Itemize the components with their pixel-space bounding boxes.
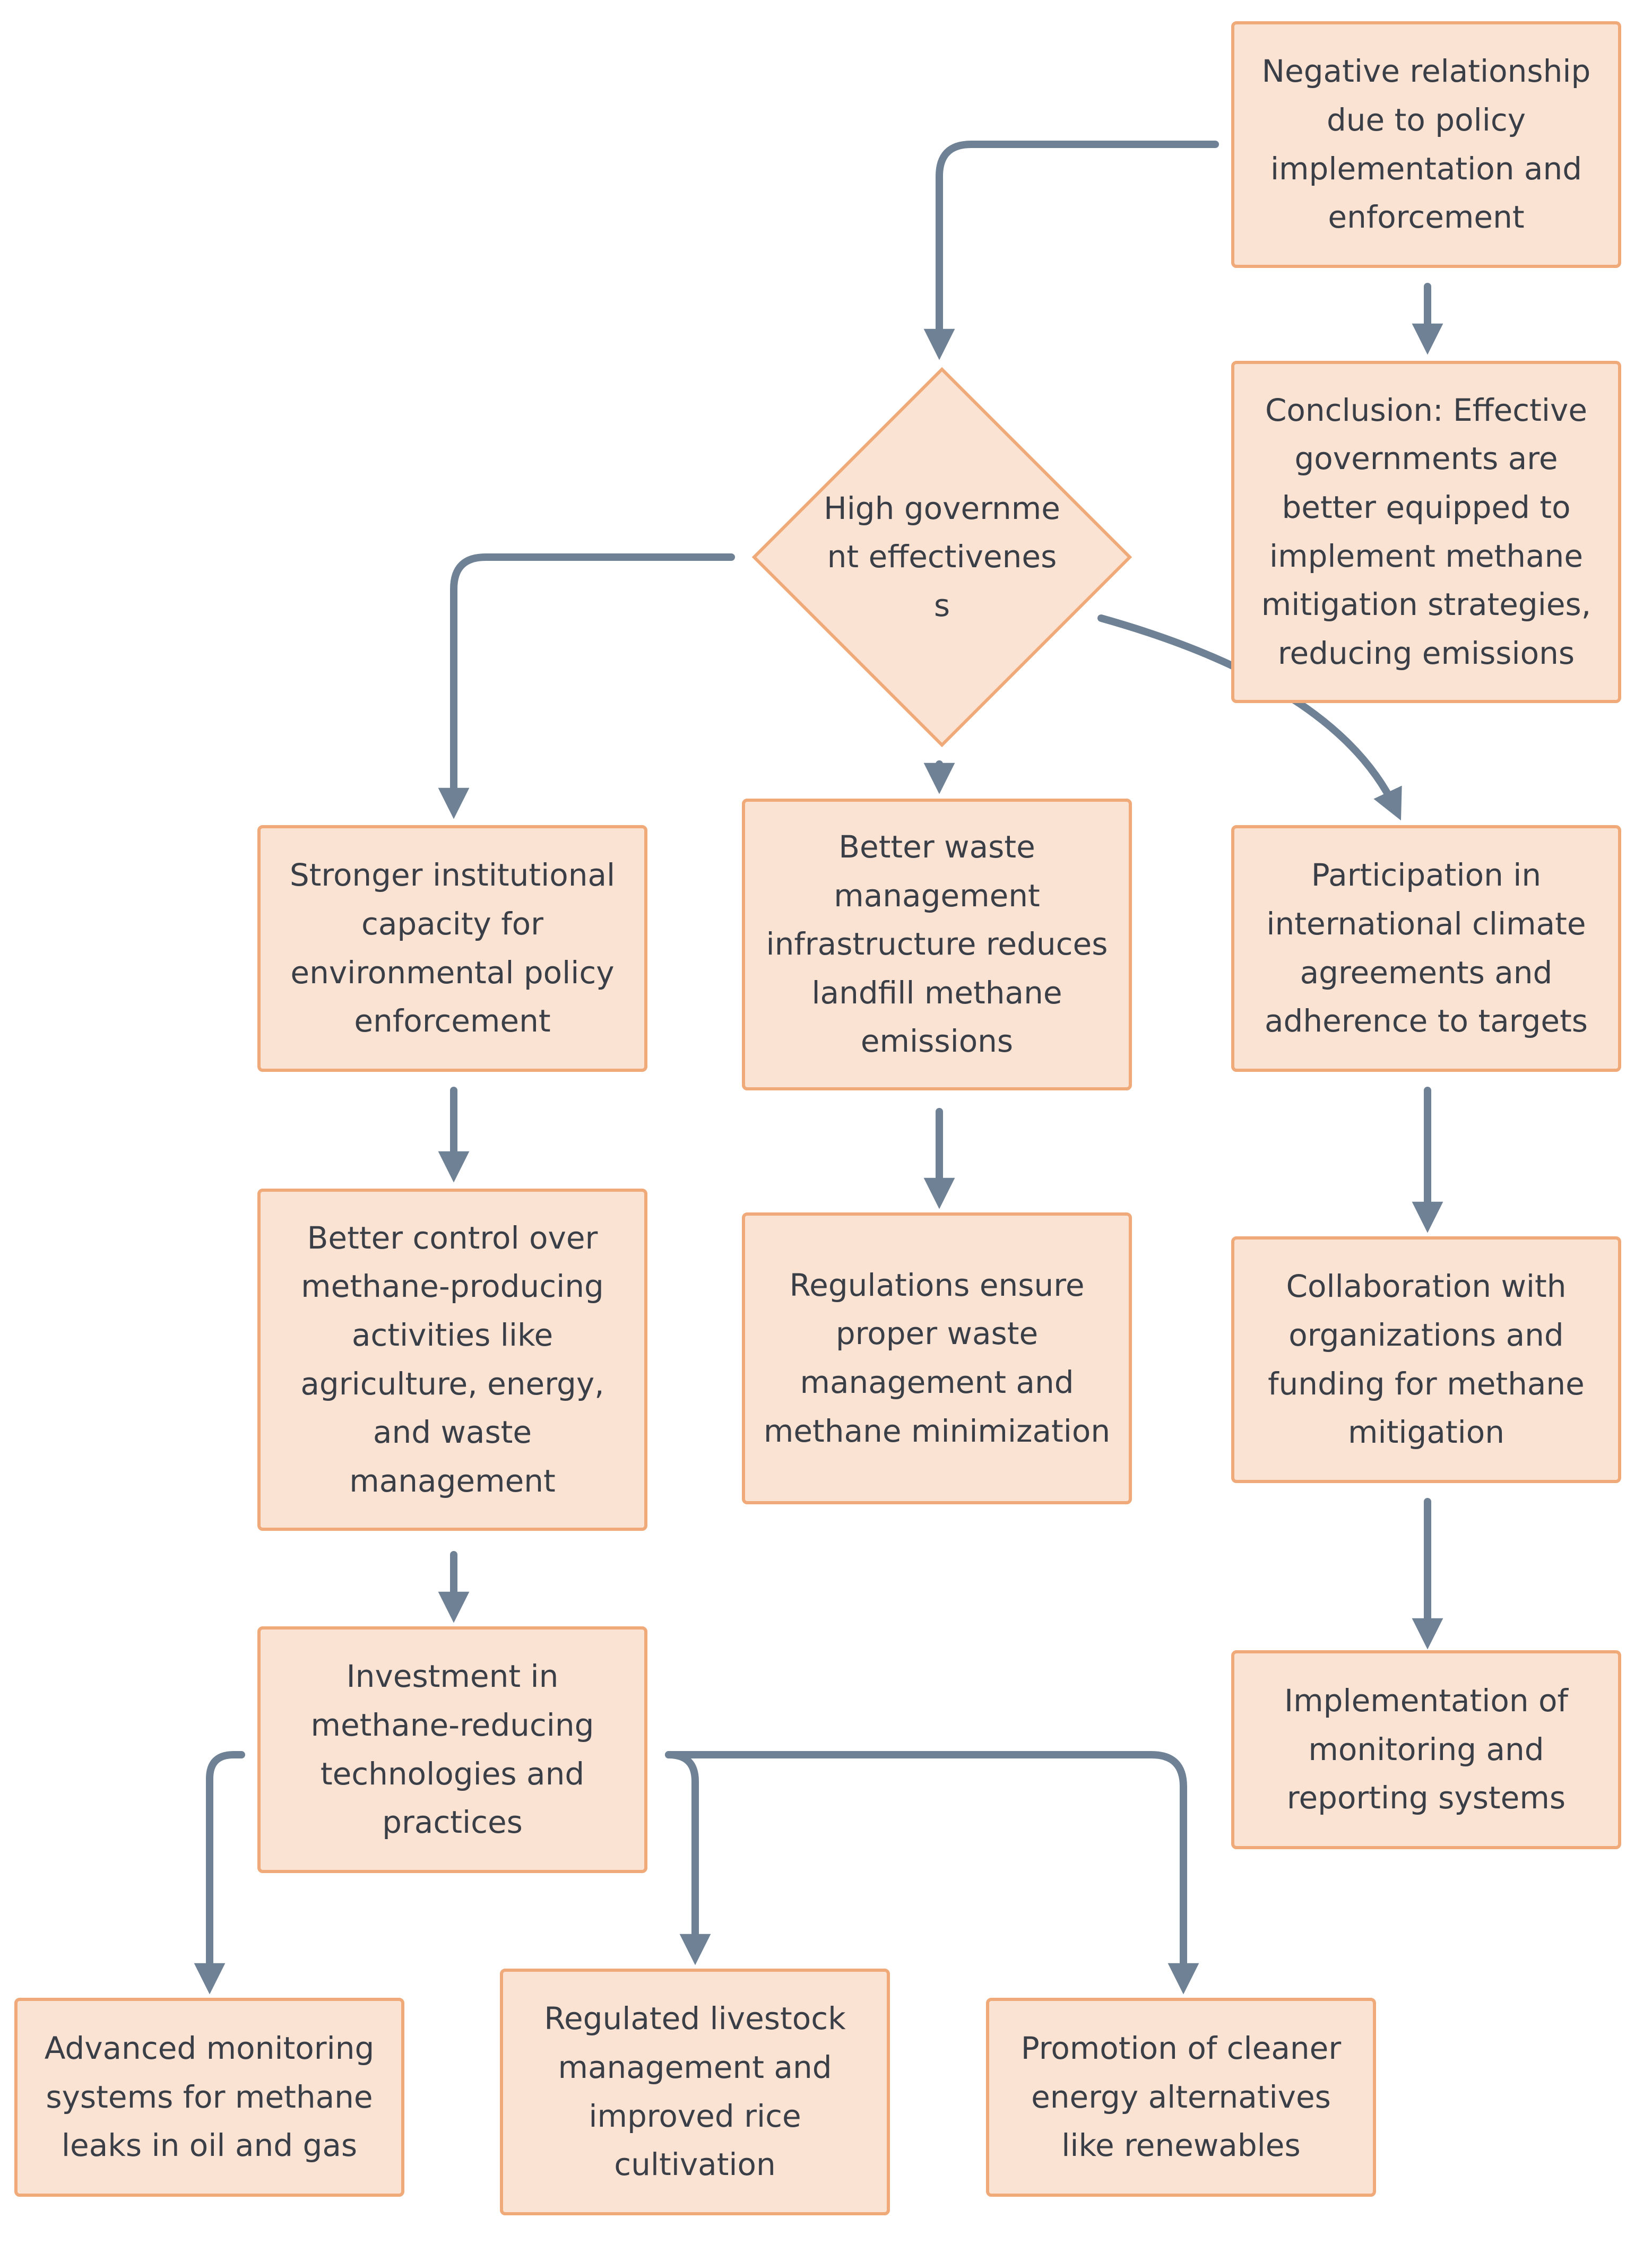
node-label: High government effectivenes s	[824, 490, 1060, 623]
arrow-negative-to-high-gov	[923, 141, 1219, 360]
node-advanced-monitoring: Advanced monitoring systems for methane …	[14, 1998, 404, 2197]
arrow-investment-to-advanced-monitoring	[194, 1751, 245, 1995]
node-promotion-cleaner-energy: Promotion of cleaner energy alternatives…	[986, 1998, 1376, 2197]
node-regulated-livestock: Regulated livestock management and impro…	[500, 1969, 890, 2215]
arrow-investment-to-regulated-livestock	[665, 1751, 711, 1965]
node-label: Conclusion: Effective governments are be…	[1261, 392, 1592, 671]
node-label: Better waste management infrastructure r…	[766, 828, 1108, 1060]
node-implementation-monitoring: Implementation of monitoring and reporti…	[1231, 1650, 1621, 1849]
arrow-investment-to-promotion-cleaner	[665, 1751, 1199, 1995]
node-regulations: Regulations ensure proper waste manageme…	[742, 1212, 1132, 1504]
node-label: Collaboration with organizations and fun…	[1268, 1268, 1585, 1451]
node-negative-relationship: Negative relationship due to policy impl…	[1231, 21, 1621, 268]
node-label: Stronger institutional capacity for envi…	[289, 857, 616, 1039]
node-label: Promotion of cleaner energy alternatives…	[1020, 2030, 1342, 2164]
node-label: Participation in international climate a…	[1264, 857, 1588, 1039]
arrow-high-gov-to-stronger	[438, 553, 735, 819]
node-stronger-institutional-capacity: Stronger institutional capacity for envi…	[257, 825, 647, 1072]
node-high-government-effectiveness: High government effectivenes s	[823, 454, 1061, 661]
node-label: Negative relationship due to policy impl…	[1261, 53, 1591, 236]
node-label: Better control over methane-producing ac…	[300, 1219, 604, 1499]
node-better-waste-management: Better waste management infrastructure r…	[742, 799, 1132, 1090]
node-conclusion: Conclusion: Effective governments are be…	[1231, 361, 1621, 703]
node-label: Implementation of monitoring and reporti…	[1284, 1683, 1568, 1816]
node-label: Regulations ensure proper waste manageme…	[763, 1267, 1111, 1449]
node-better-control: Better control over methane-producing ac…	[257, 1189, 647, 1531]
node-label: Regulated livestock management and impro…	[544, 2000, 846, 2183]
node-collaboration: Collaboration with organizations and fun…	[1231, 1236, 1621, 1483]
decision-diamond	[751, 367, 1132, 748]
node-participation-international: Participation in international climate a…	[1231, 825, 1621, 1072]
node-label: Investment in methane-reducing technolog…	[310, 1658, 594, 1841]
node-investment: Investment in methane-reducing technolog…	[257, 1626, 647, 1873]
node-label: Advanced monitoring systems for methane …	[44, 2030, 375, 2164]
